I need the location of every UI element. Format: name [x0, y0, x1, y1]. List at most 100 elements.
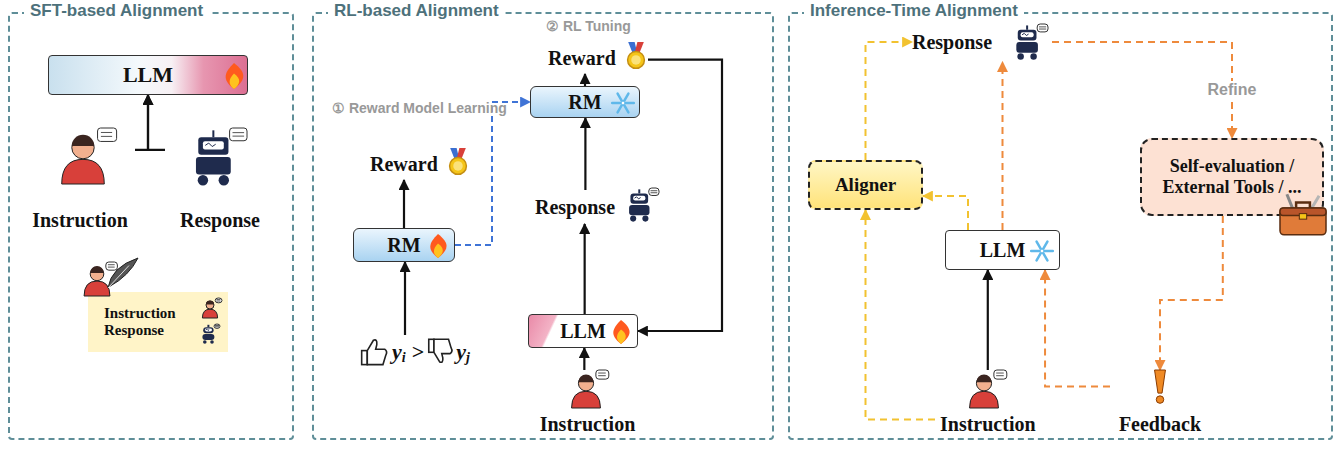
- graphic-part: [1280, 208, 1326, 235]
- graphic-part: [1018, 30, 1037, 41]
- graphic-part: [1030, 53, 1036, 59]
- graphic-part: [216, 300, 220, 301]
- graphic-part: [196, 157, 231, 174]
- model-bar: LLM: [48, 55, 248, 95]
- flow-arrow: [866, 42, 913, 160]
- graphic-part: [367, 340, 386, 365]
- graphic-part: [215, 326, 219, 327]
- graphic-part: [198, 175, 208, 185]
- panel-title: RL-based Alignment: [328, 1, 505, 21]
- node-text: LLM: [980, 239, 1026, 262]
- response-label: Response: [912, 22, 1052, 62]
- node-text: Aligner: [835, 174, 896, 196]
- graphic-part: [612, 102, 634, 105]
- icon-layer: [1142, 140, 1143, 141]
- graphic-part: [1299, 214, 1306, 220]
- graphic-part: [203, 327, 213, 333]
- node-text: Reward: [370, 153, 438, 176]
- feedback-label: Feedback: [1110, 370, 1210, 436]
- reward-label: Reward: [548, 42, 648, 74]
- graphic-part: [970, 391, 999, 408]
- graphic-part: [618, 94, 629, 113]
- reward-model-box: RM: [530, 86, 640, 118]
- graphic-part: [651, 191, 658, 193]
- graphic-part: [1031, 250, 1053, 253]
- graphic-part: [1016, 42, 1038, 53]
- graphic-part: [203, 141, 224, 149]
- graphic-part: [108, 258, 138, 288]
- graphic-part: [362, 340, 387, 365]
- flow-arrow: [638, 60, 722, 331]
- icon-layer: [946, 231, 947, 232]
- data-box: InstructionResponse: [88, 292, 228, 352]
- flow-arrow: [584, 118, 586, 190]
- graphic-part: [98, 128, 117, 141]
- graphic-part: [230, 73, 240, 89]
- graphic-part: [430, 234, 446, 258]
- aligner-box: Aligner: [808, 160, 923, 210]
- graphic-part: [630, 216, 636, 222]
- node-text: >: [412, 339, 425, 364]
- panel-title: SFT-based Alignment: [24, 1, 209, 21]
- graphic-part: [1155, 370, 1166, 393]
- graphic-part: [206, 301, 214, 309]
- graphic-part: [226, 63, 244, 89]
- graphic-part: [618, 94, 629, 113]
- graphic-part: [1017, 53, 1023, 59]
- graphic-part: [106, 262, 118, 270]
- graphic-part: [210, 340, 214, 344]
- node-text: Instruction: [540, 413, 636, 436]
- step-label: ① Reward Model Learning: [332, 100, 507, 116]
- graphic-part: [1296, 203, 1310, 209]
- flow-arrow: [1045, 270, 1110, 387]
- graphic-part: [230, 128, 247, 141]
- graphic-part: [1022, 33, 1028, 35]
- graphic-part: [450, 158, 467, 175]
- graphic-part: [84, 281, 110, 296]
- graphic-part: [617, 330, 626, 344]
- graphic-part: [649, 188, 659, 195]
- graphic-part: [629, 205, 649, 215]
- icon-layer: [88, 292, 89, 293]
- graphic-part: [1037, 24, 1048, 32]
- graphic-part: [206, 329, 210, 330]
- icon-layer: [360, 335, 361, 336]
- graphic-part: [1037, 242, 1048, 261]
- node-text: Instruction: [32, 209, 128, 232]
- graphic-part: [207, 325, 209, 327]
- graphic-part: [202, 309, 217, 318]
- model-box: LLM: [945, 230, 1060, 270]
- graphic-part: [205, 143, 215, 146]
- graphic-part: [1021, 32, 1034, 37]
- graphic-part: [994, 370, 1007, 379]
- panel-frame: SFT-based AlignmentLLMInstructionRespons…: [8, 12, 294, 440]
- icon-layer: [935, 370, 936, 371]
- actor-label: Response: [165, 128, 275, 232]
- flow-arrow: [987, 270, 989, 370]
- graphic-part: [434, 339, 452, 362]
- node-text: RM: [568, 91, 601, 114]
- graphic-part: [429, 339, 452, 362]
- graphic-part: [362, 351, 368, 365]
- node-text: LLM: [123, 62, 173, 87]
- icon-layer: [370, 148, 371, 149]
- reward-model-box: RM: [353, 228, 455, 262]
- edge-label: Refine: [1205, 81, 1260, 99]
- graphic-part: [976, 375, 991, 383]
- graphic-part: [642, 216, 648, 222]
- graphic-part: [214, 324, 220, 328]
- node-text: i: [402, 350, 406, 366]
- icon-layer: [535, 370, 536, 371]
- icon-layer: [354, 229, 355, 230]
- graphic-part: [578, 375, 593, 383]
- flow-arrow: [1002, 62, 1004, 230]
- node-text: Response: [535, 196, 615, 219]
- response-label: Response: [535, 190, 655, 224]
- node-text: y: [392, 339, 402, 364]
- flow-arrow: [135, 95, 148, 150]
- graphic-part: [1040, 249, 1044, 253]
- graphic-part: [1156, 396, 1163, 403]
- graphic-part: [628, 52, 645, 69]
- icon-layer: [535, 190, 536, 191]
- graphic-part: [212, 130, 214, 137]
